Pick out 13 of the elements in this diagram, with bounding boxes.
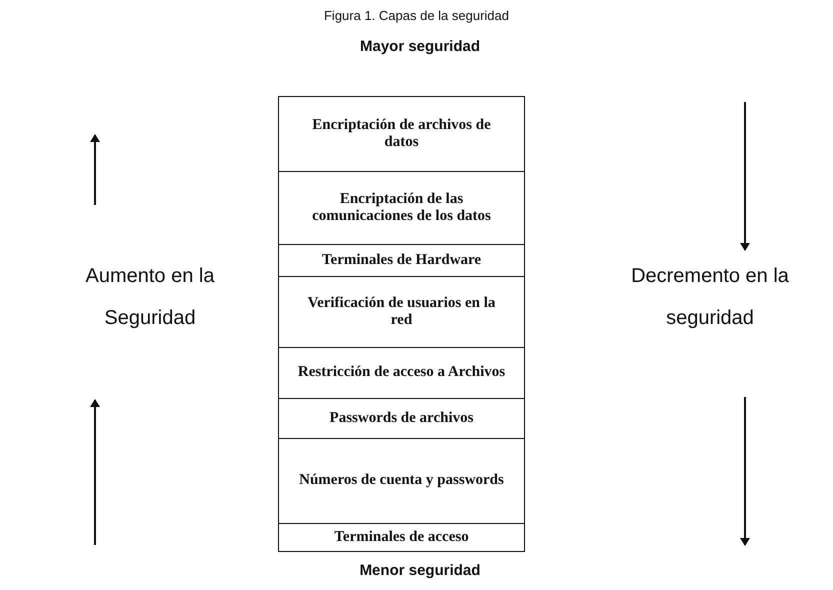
figure-title: Figura 1. Capas de la seguridad <box>322 8 510 23</box>
layer-row: Terminales de Hardware <box>279 244 524 276</box>
layer-row: Números de cuenta y passwords <box>279 438 524 523</box>
layer-row: Encriptación de archivos de datos <box>279 97 524 171</box>
layer-row: Encriptación de las comunicaciones de los datos <box>279 171 524 244</box>
side-label: Mayor seguridad <box>358 38 482 56</box>
layer-row: Verificación de usuarios en la red <box>279 276 524 347</box>
side-label: Menor seguridad <box>358 562 482 580</box>
layer-row: Terminales de acceso <box>279 523 524 551</box>
layer-row: Passwords de archivos <box>279 398 524 438</box>
side-label: Aumento en la Seguridad <box>84 264 216 331</box>
layer-row: Restricción de acceso a Archivos <box>279 347 524 398</box>
side-label: Decremento en la seguridad <box>630 264 790 331</box>
